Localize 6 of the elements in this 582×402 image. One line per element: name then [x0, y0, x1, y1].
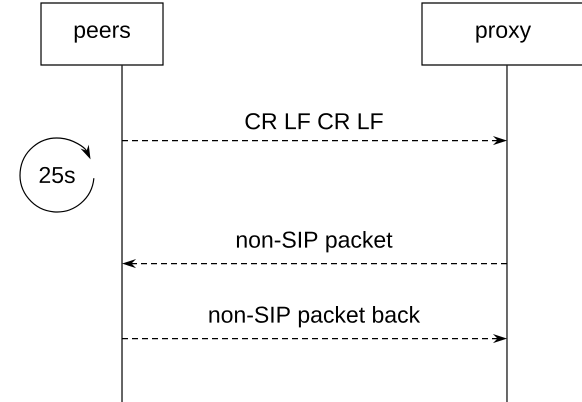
participant-box: peers	[40, 2, 164, 66]
message-label: non-SIP packet	[236, 230, 392, 252]
message-label: CR LF CR LF	[246, 113, 383, 130]
participant-box: proxy	[421, 2, 582, 66]
node-label: 25s	[40, 166, 75, 184]
message-label: non-SIP packet back	[209, 306, 420, 328]
